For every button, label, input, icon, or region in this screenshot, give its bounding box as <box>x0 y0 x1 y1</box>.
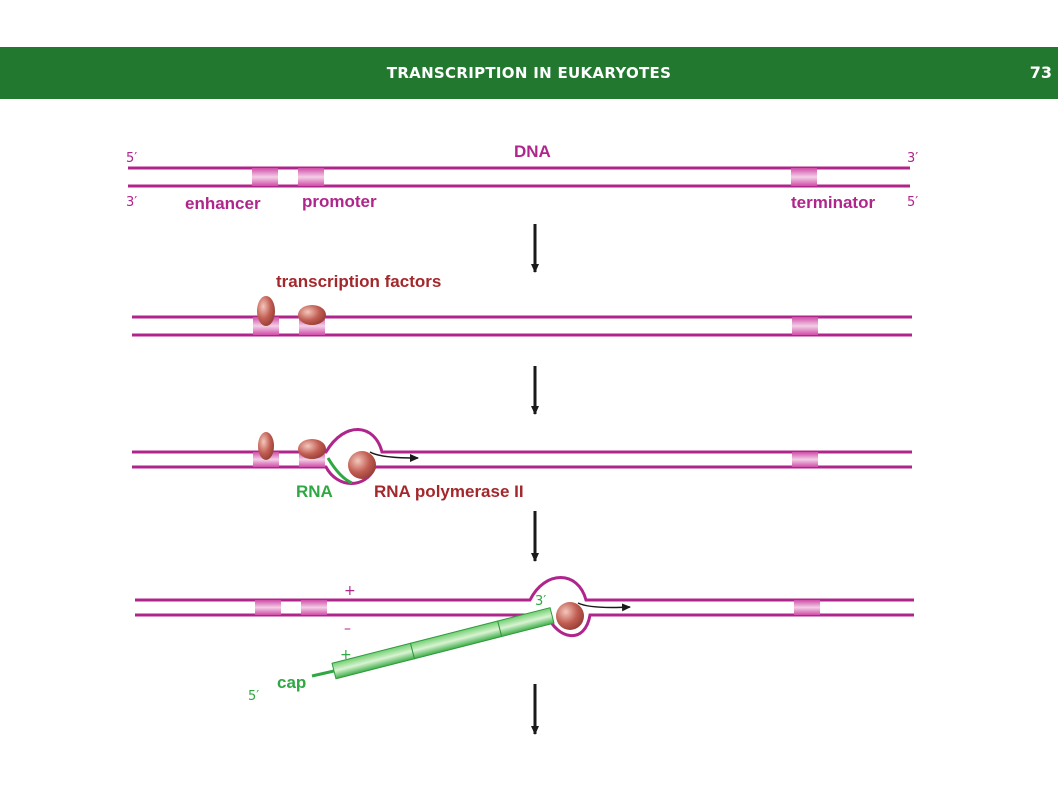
terminator-region <box>792 317 818 335</box>
rna-label: RNA <box>296 482 333 501</box>
page-title: TRANSCRIPTION IN EUKARYOTES <box>386 64 672 82</box>
terminator-label: terminator <box>791 193 875 212</box>
terminator-region <box>792 452 818 467</box>
cap-line <box>311 669 335 678</box>
five-prime-label: 5′ <box>248 689 259 704</box>
transcription-factor-enhancer <box>257 296 275 326</box>
three-prime-label: 3′ <box>535 594 546 609</box>
rna-segment <box>497 607 555 638</box>
rna-transcript <box>331 607 555 680</box>
transcription-direction-arrow <box>369 451 419 462</box>
three-prime-label: 3′ <box>126 195 137 210</box>
transcription-factor-promoter <box>298 439 326 459</box>
plus-sign: + <box>340 647 352 663</box>
enhancer-label: enhancer <box>185 194 261 213</box>
three-prime-label: 3′ <box>907 151 918 166</box>
enhancer-region <box>252 168 278 186</box>
page-number: 73 <box>1029 63 1052 82</box>
transcription-factor-promoter <box>298 305 326 325</box>
page-header: TRANSCRIPTION IN EUKARYOTES 73 <box>0 47 1058 99</box>
promoter-region <box>301 600 327 615</box>
enhancer-region <box>255 600 281 615</box>
dna-row-2: transcription factors <box>132 272 912 337</box>
promoter-label: promoter <box>302 192 377 211</box>
dna-label: DNA <box>514 142 551 161</box>
cap-label: cap <box>277 673 306 692</box>
dna-top-strand <box>135 576 914 602</box>
transcription-factors-label: transcription factors <box>276 272 441 291</box>
promoter-region <box>298 168 324 186</box>
plus-sign: + <box>344 583 356 599</box>
five-prime-label: 5′ <box>126 151 137 166</box>
terminator-region <box>791 168 817 186</box>
nascent-rna-strand <box>326 457 353 485</box>
terminator-region <box>794 600 820 615</box>
dna-row-4: + – + cap 5′ 3′ <box>135 576 914 704</box>
transcription-direction-arrow <box>577 602 631 612</box>
rna-polymerase-ii <box>556 602 584 630</box>
five-prime-label: 5′ <box>907 195 918 210</box>
transcription-factor-enhancer <box>258 432 274 460</box>
rna-segment <box>409 620 503 660</box>
dna-top-strand <box>132 428 912 454</box>
dna-row-1: 5′ 3′ 3′ 5′ DNA enhancer promoter termin… <box>126 142 918 213</box>
dna-row-3: RNA RNA polymerase II <box>132 428 912 501</box>
rna-polymerase-ii <box>348 451 376 479</box>
minus-sign: – <box>344 621 351 637</box>
rna-polymerase-label: RNA polymerase II <box>374 482 524 501</box>
